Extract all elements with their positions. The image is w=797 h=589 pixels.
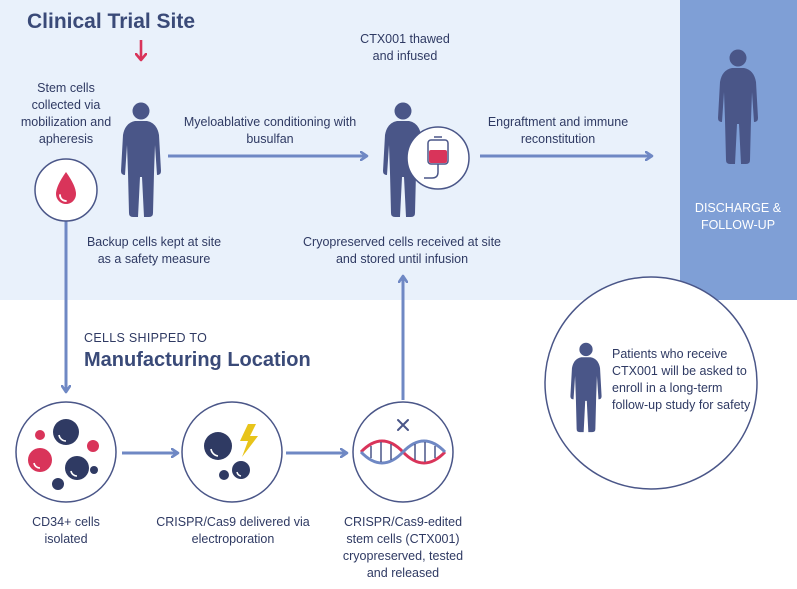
- iv-bag-icon: [406, 126, 470, 190]
- label-engraftment: Engraftment and immune reconstitution: [487, 115, 629, 146]
- mfg-pretitle: CELLS SHIPPED TO: [84, 331, 208, 345]
- label-received: Cryopreserved cells received at site and…: [303, 235, 501, 266]
- label-edited: CRISPR/Cas9-edited stem cells (CTX001) c…: [342, 515, 464, 580]
- electroporation-icon: [181, 401, 283, 503]
- label-backup: Backup cells kept at site as a safety me…: [86, 235, 222, 266]
- label-stem-cells: Stem cells collected via mobilization an…: [20, 81, 112, 146]
- cd34-cells-icon: [15, 401, 117, 503]
- clinical-site-background: [0, 0, 680, 300]
- label-conditioning: Myeloablative conditioning with busulfan: [183, 115, 357, 146]
- followup-circle: [544, 276, 758, 490]
- mfg-title: Manufacturing Location: [84, 349, 311, 371]
- label-discharge: DISCHARGE & FOLLOW-UP: [694, 201, 782, 232]
- label-followup-note: Patients who receive CTX001 will be aske…: [612, 347, 751, 412]
- label-thawed: CTX001 thawed and infused: [360, 32, 450, 63]
- site-title: Clinical Trial Site: [27, 10, 196, 33]
- label-cd34: CD34+ cells isolated: [32, 515, 100, 546]
- blood-drop-icon: [34, 158, 98, 222]
- patient-figure-discharge: [718, 49, 758, 164]
- patient-figure-1: [121, 102, 161, 217]
- label-crispr-delivered: CRISPR/Cas9 delivered via electroporatio…: [156, 515, 310, 546]
- edited-dna-icon: [352, 401, 454, 503]
